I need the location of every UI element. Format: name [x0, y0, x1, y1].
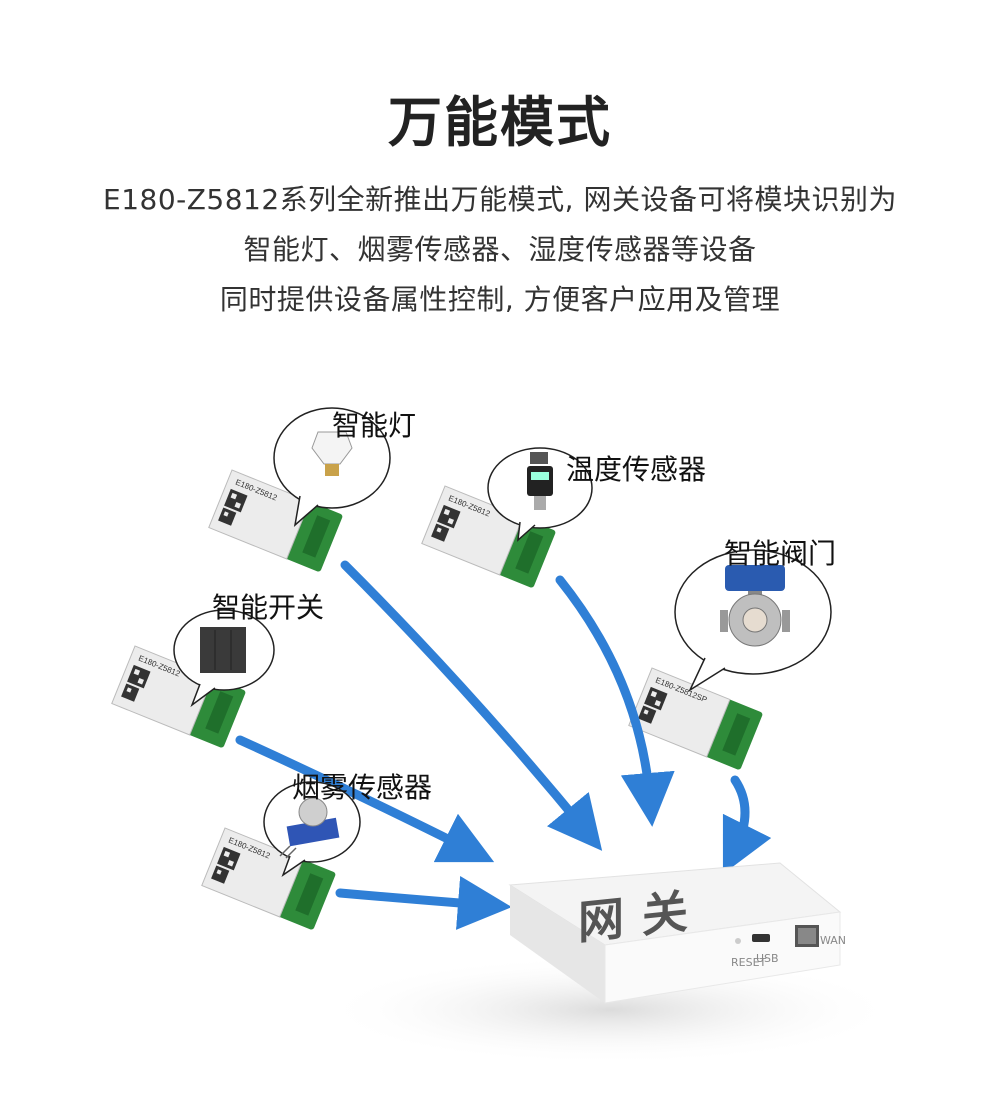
- label-smoke-sensor: 烟雾传感器: [292, 771, 433, 804]
- description-line-3: 同时提供设备属性控制, 方便客户应用及管理: [219, 283, 781, 316]
- bubble-switch: [173, 609, 275, 708]
- arrow-temperature: [555, 575, 675, 827]
- gateway-reset-label: RESET: [731, 956, 767, 969]
- valve-icon: [720, 565, 790, 647]
- label-smart-light: 智能灯: [332, 409, 417, 442]
- arrow-valve: [722, 775, 772, 875]
- bubble-valve: [674, 549, 832, 692]
- arrow-switch: [235, 735, 495, 863]
- gateway-device: [508, 862, 842, 1004]
- label-temperature-sensor: 温度传感器: [566, 453, 707, 486]
- bubble-light: [273, 407, 391, 527]
- arrow-smoke: [335, 876, 512, 930]
- pressure-sensor-icon: [527, 452, 553, 510]
- gateway-label: 网关: [578, 882, 706, 950]
- bulb-icon: [311, 431, 353, 476]
- label-smart-valve: 智能阀门: [724, 537, 837, 570]
- description-line-1: E180-Z5812系列全新推出万能模式, 网关设备可将模块识别为: [103, 183, 897, 216]
- gateway-usb-label: USB: [756, 952, 779, 965]
- page-title: 万能模式: [388, 91, 612, 154]
- description-line-2: 智能灯、烟雾传感器、湿度传感器等设备: [243, 233, 757, 266]
- arrows: [235, 560, 772, 930]
- bubble-smoke: [263, 781, 361, 877]
- bubble-temperature: [487, 447, 593, 542]
- arrow-light: [340, 560, 603, 851]
- gateway-wan-label: WAN: [820, 934, 847, 947]
- wall-switch-icon: [200, 627, 246, 673]
- label-smart-switch: 智能开关: [212, 591, 325, 624]
- smoke-sensor-icon: [279, 797, 340, 859]
